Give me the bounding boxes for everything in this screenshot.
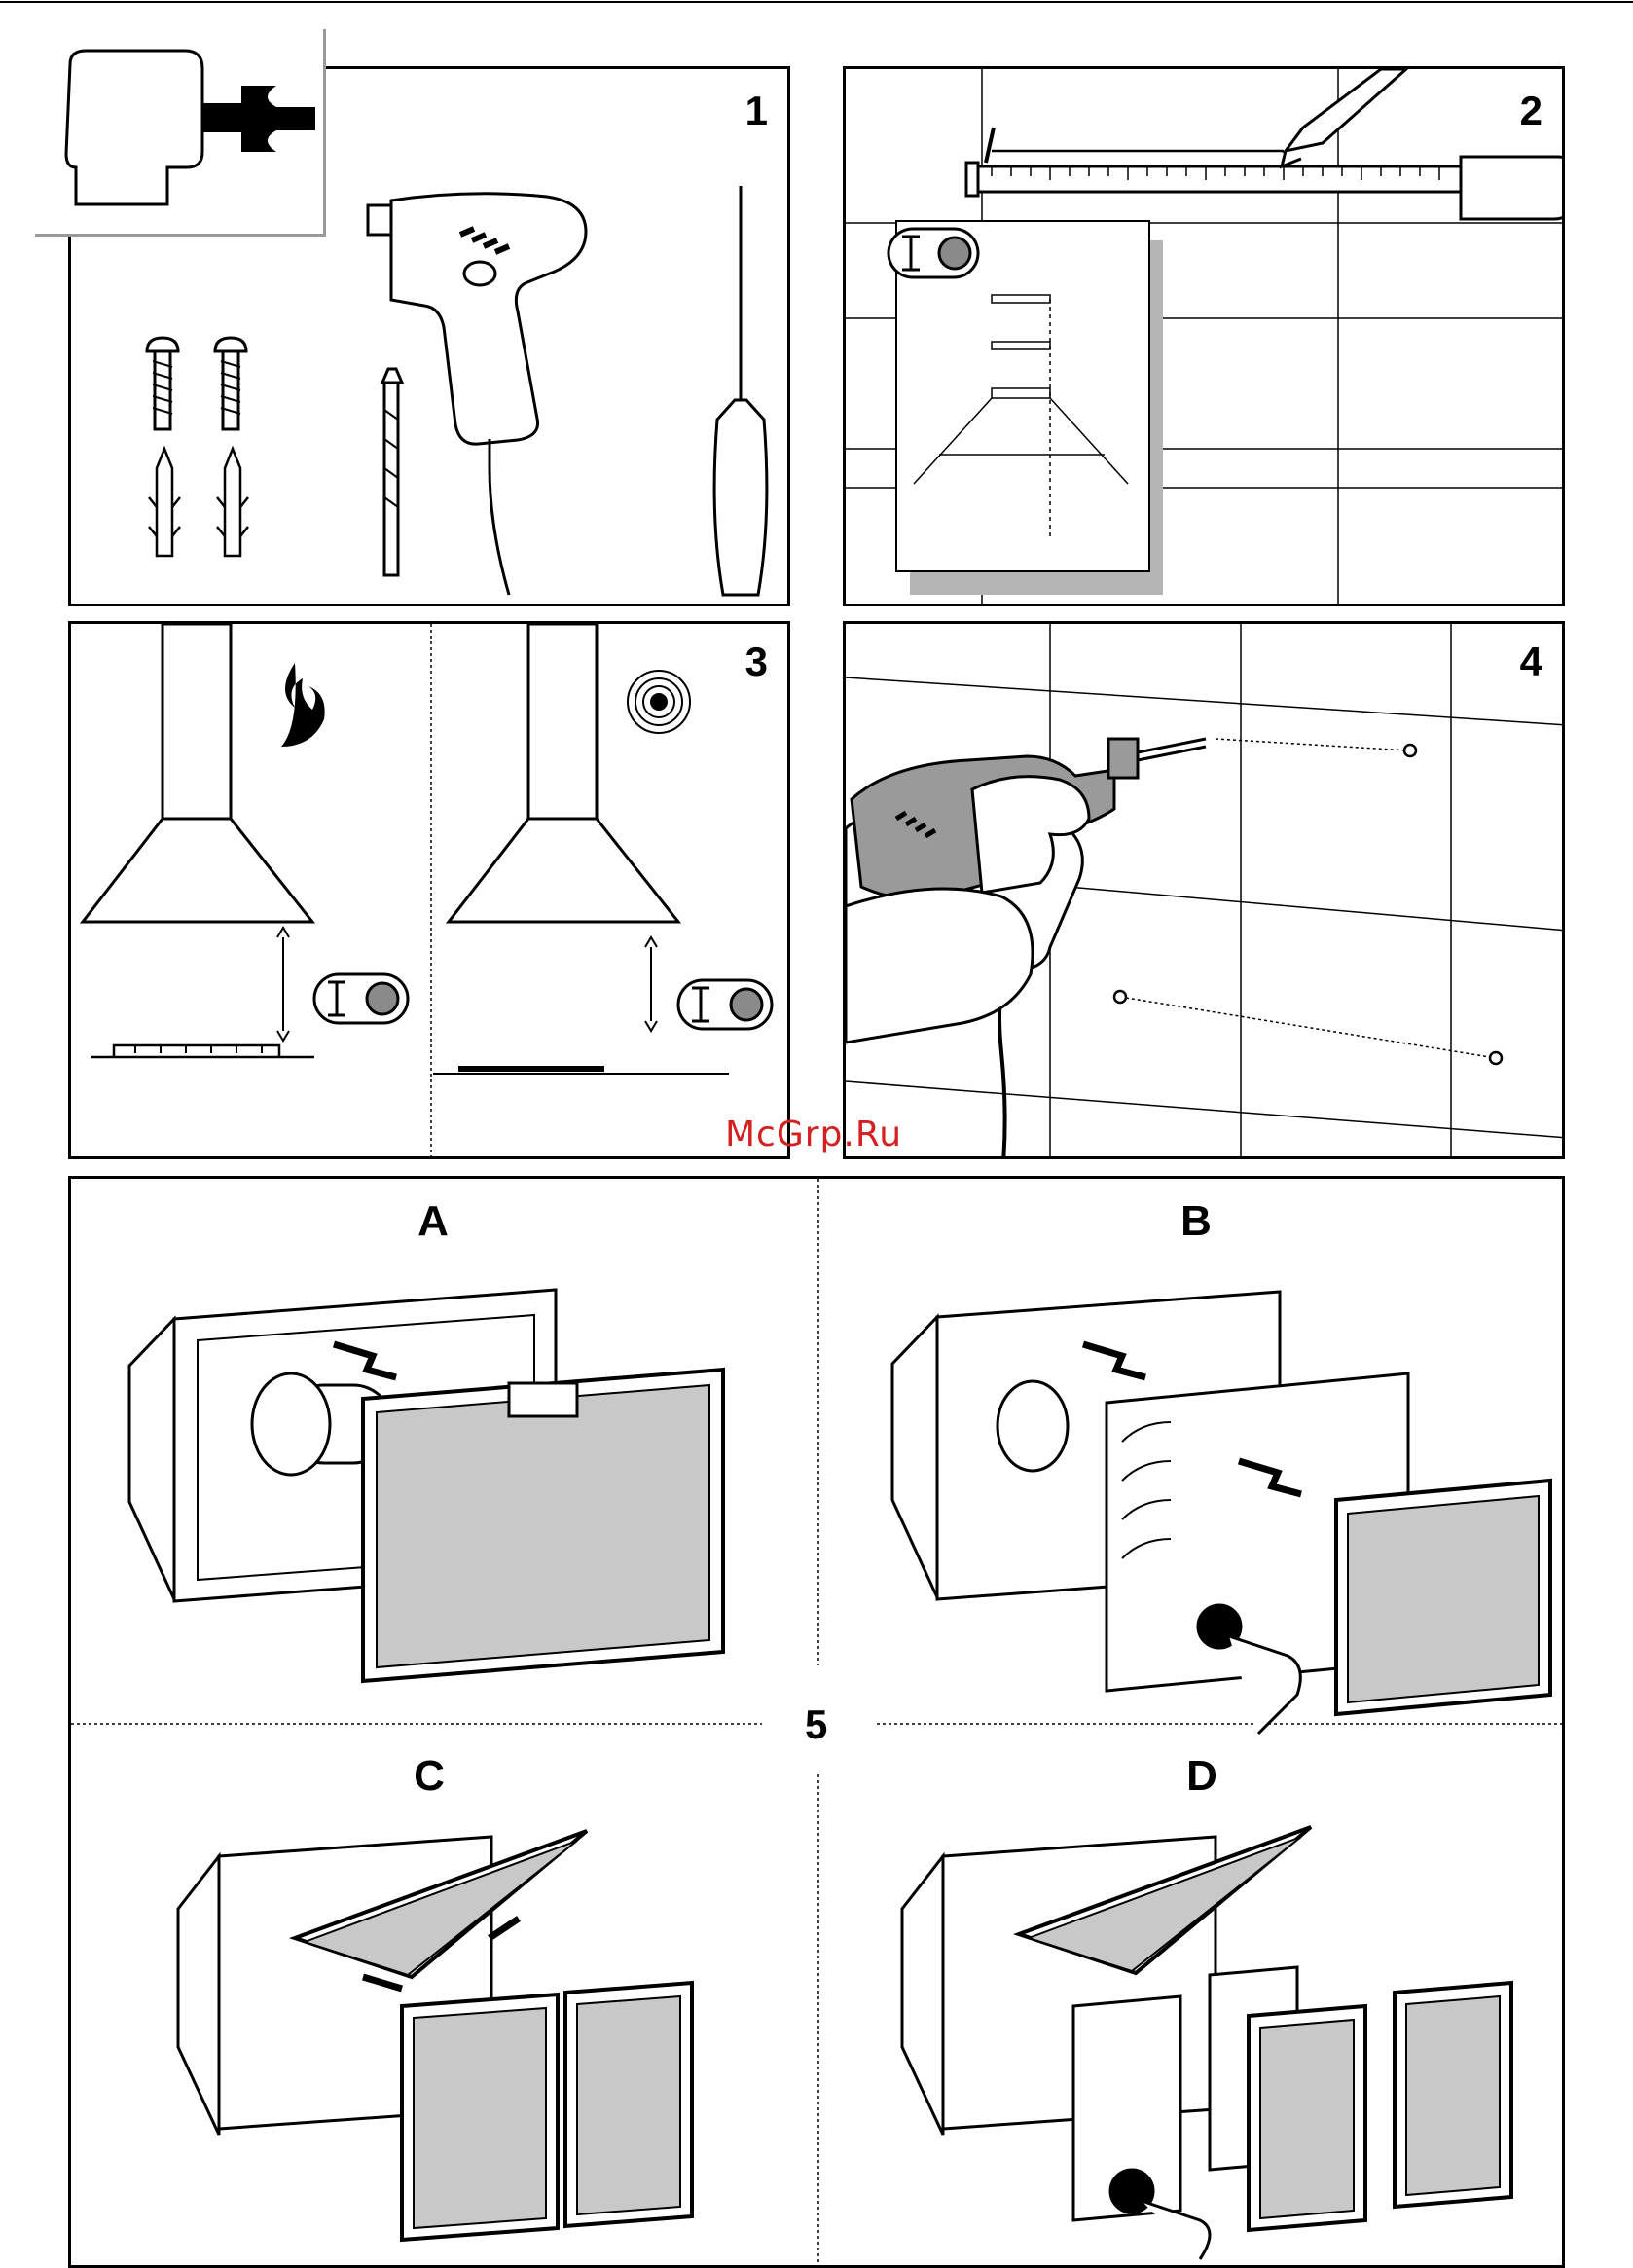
height-illustration — [71, 624, 790, 1159]
hood-gas — [83, 624, 314, 1057]
drill-bit-icon — [382, 369, 402, 575]
electric-hob-icon — [628, 671, 690, 733]
measure-illustration — [846, 69, 1565, 606]
drill-icon — [368, 194, 586, 595]
panel-step-4: 4 — [843, 621, 1565, 1159]
filter-diagram-c — [178, 1831, 692, 2240]
wrench-icon — [35, 29, 323, 234]
wall-plugs-icon — [149, 449, 248, 556]
panel-step-2: 2 — [843, 66, 1565, 606]
tape-measure-icon — [966, 128, 1565, 219]
step-number: 5 — [805, 1704, 827, 1745]
sub-label-d: D — [1186, 1755, 1217, 1798]
watermark: McGrp.Ru — [725, 1115, 902, 1154]
instruction-icon — [889, 229, 978, 277]
instruction-icon — [678, 980, 772, 1029]
screws-icon — [147, 338, 246, 429]
filter-diagram-a — [129, 1290, 723, 1681]
sub-label-a: A — [417, 1200, 449, 1243]
panel-step-5: 5 A B C D — [68, 1176, 1565, 2268]
drilling-illustration — [846, 624, 1565, 1159]
screwdriver-icon — [714, 186, 767, 595]
pencil-icon — [992, 69, 1406, 166]
tool-header-box — [35, 29, 326, 237]
filter-diagram-b — [892, 1292, 1550, 1734]
panel-step-3: 3 — [68, 621, 790, 1159]
top-rule — [0, 1, 1633, 3]
gas-flame-icon — [281, 663, 325, 747]
filter-diagram-d — [902, 1827, 1511, 2259]
drill-hole-marks — [1114, 739, 1502, 1064]
sub-label-b: B — [1180, 1200, 1212, 1243]
instruction-icon — [314, 974, 408, 1023]
sub-label-c: C — [414, 1755, 445, 1798]
